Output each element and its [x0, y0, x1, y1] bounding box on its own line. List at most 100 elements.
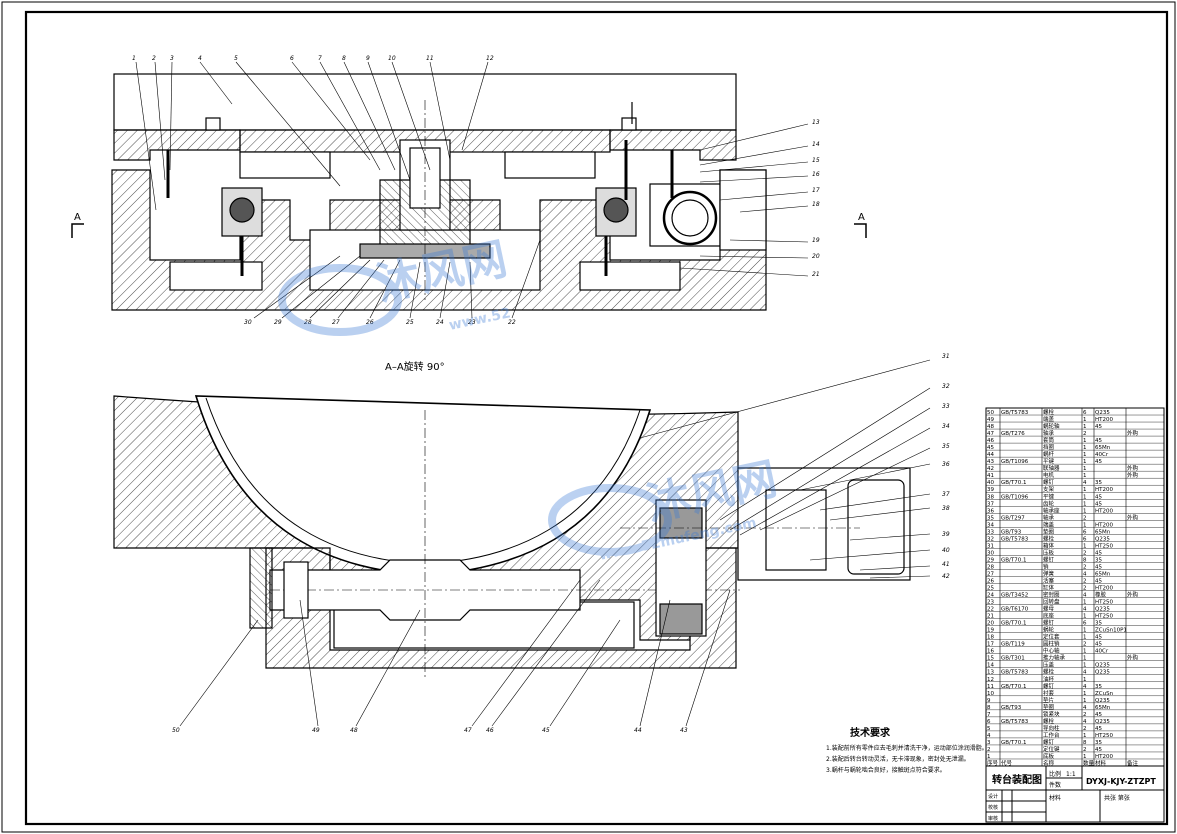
bom-cell: 45 — [1095, 642, 1102, 648]
balloon: 43 — [680, 727, 688, 734]
bom-cell: 35 — [1095, 480, 1102, 486]
balloon: 41 — [942, 561, 950, 568]
bom-cell: 1 — [1083, 466, 1087, 472]
bom-cell: 44 — [987, 452, 994, 458]
bom-cell: Q235 — [1095, 607, 1110, 613]
bom-cell: 锁紧块 — [1043, 710, 1060, 718]
bom-cell: 螺栓 — [1043, 717, 1055, 725]
bom-cell: 6 — [987, 719, 991, 725]
bom-cell: 垫片 — [1043, 696, 1054, 704]
bom-cell: 1 — [1083, 452, 1087, 458]
bom-header-cell: 数量 — [1083, 759, 1095, 767]
bom-cell: ZCuSn10P1 — [1095, 628, 1127, 634]
bom-cell: 1 — [1083, 494, 1087, 500]
tech-requirements-title: 技术要求 — [850, 726, 891, 739]
bom-cell: HT250 — [1095, 543, 1113, 549]
bom-cell: 20 — [987, 621, 994, 627]
bom-cell: 49 — [987, 417, 994, 423]
balloon: 33 — [942, 403, 950, 410]
bom-cell: HT200 — [1095, 586, 1113, 592]
bom-cell: 定位键 — [1043, 745, 1060, 753]
bom-cell: 65Mn — [1095, 445, 1111, 451]
bom-cell: 螺栓 — [1043, 534, 1055, 542]
bom-cell: 8 — [1083, 740, 1087, 746]
bom-cell: 26 — [987, 578, 994, 584]
bom-cell: GB/T5783 — [1001, 719, 1029, 725]
bom-cell: 螺钉 — [1043, 619, 1055, 627]
bom-cell: 轴承 — [1043, 429, 1055, 437]
balloon: 34 — [942, 423, 950, 430]
balloon: 14 — [812, 141, 820, 148]
bom-cell: 45 — [1095, 501, 1102, 507]
balloon: 35 — [942, 443, 950, 450]
title-block-sheet: 共张 第张 — [1104, 794, 1130, 802]
bom-cell: 45 — [987, 445, 994, 451]
balloon: 20 — [812, 253, 820, 260]
bom-cell: 工作台 — [1043, 731, 1060, 739]
balloon: 5 — [234, 55, 238, 62]
bom-cell: 18 — [987, 635, 994, 641]
bom-header-cell: 名称 — [1043, 759, 1055, 767]
bom-cell: 导向柱 — [1043, 724, 1060, 732]
balloon: 39 — [942, 531, 950, 538]
plan-view-bottom — [113, 395, 911, 680]
balloon: 10 — [388, 55, 396, 62]
bom-cell: GB/T6170 — [1001, 607, 1029, 613]
bom-cell: 35 — [1095, 557, 1102, 563]
bom-cell: 压盖 — [1043, 661, 1055, 669]
bom-cell: 端盖 — [1043, 415, 1055, 423]
bom-header-cell: 材料 — [1095, 759, 1107, 767]
bom-cell: 4 — [1083, 719, 1087, 725]
bom-cell: 蜗轮轴 — [1043, 422, 1060, 430]
bom-header-cell: 备注 — [1127, 759, 1139, 767]
bom-cell: 45 — [1095, 747, 1102, 753]
bom-cell: 65Mn — [1095, 705, 1111, 711]
bom-cell: 外购 — [1127, 464, 1139, 472]
bom-cell: 橡胶 — [1095, 591, 1107, 599]
title-block-scale-label: 比例 — [1049, 770, 1061, 778]
bom-cell: 7 — [987, 712, 991, 718]
bom-cell: 2 — [1083, 586, 1087, 592]
bom-cell: 2 — [1083, 431, 1087, 437]
bom-cell: 定位套 — [1043, 633, 1060, 641]
balloon: 6 — [290, 55, 294, 62]
bom-cell: 10 — [987, 691, 994, 697]
bom-cell: 2 — [1083, 642, 1087, 648]
bom-cell: 45 — [1095, 459, 1102, 465]
bom-cell: 电机 — [1043, 471, 1055, 479]
bom-cell: 中心轴 — [1043, 647, 1060, 655]
bom-cell: 平键 — [1043, 457, 1055, 465]
title-block-row-label: 设计 — [988, 793, 998, 800]
bom-cell: 45 — [1095, 726, 1102, 732]
bom-cell: 3 — [987, 740, 991, 746]
bom-cell: 垫圈 — [1043, 527, 1055, 535]
title-block-name: 转台装配图 — [992, 773, 1042, 786]
balloon: 36 — [942, 461, 950, 468]
bom-cell: 1 — [1083, 459, 1087, 465]
bom-cell: 4 — [1083, 705, 1087, 711]
bom-cell: HT200 — [1095, 508, 1113, 514]
bom-cell: HT250 — [1095, 600, 1113, 606]
bom-cell: 45 — [1095, 712, 1102, 718]
title-block — [985, 765, 1165, 823]
title-block-material-label: 材料 — [1049, 794, 1061, 802]
bom-cell: 外购 — [1127, 654, 1139, 662]
section-letter-right: A — [858, 212, 865, 223]
bom-cell: 1 — [987, 754, 991, 760]
bom-cell: 2 — [1083, 564, 1087, 570]
tech-requirement-line: 2.装配后转台转动灵活，无卡滞现象，密封处无泄漏。 — [826, 755, 970, 763]
bom-cell: 垫圈 — [1043, 703, 1055, 711]
bom-cell: Q235 — [1095, 698, 1110, 704]
section-caption: A–A旋转 90° — [385, 360, 445, 373]
bom-header-cell: 序号 — [987, 759, 999, 767]
balloon: 8 — [342, 55, 346, 62]
leaders-plan — [179, 359, 931, 727]
bom-cell: 38 — [987, 494, 994, 500]
bom-cell: 1 — [1083, 628, 1087, 634]
bom-cell: 14 — [987, 663, 994, 669]
bom-cell: 31 — [987, 543, 994, 549]
bom-cell: 平键 — [1043, 492, 1055, 500]
bom-cell: 40Cr — [1095, 649, 1109, 655]
bom-cell: 2 — [1083, 712, 1087, 718]
